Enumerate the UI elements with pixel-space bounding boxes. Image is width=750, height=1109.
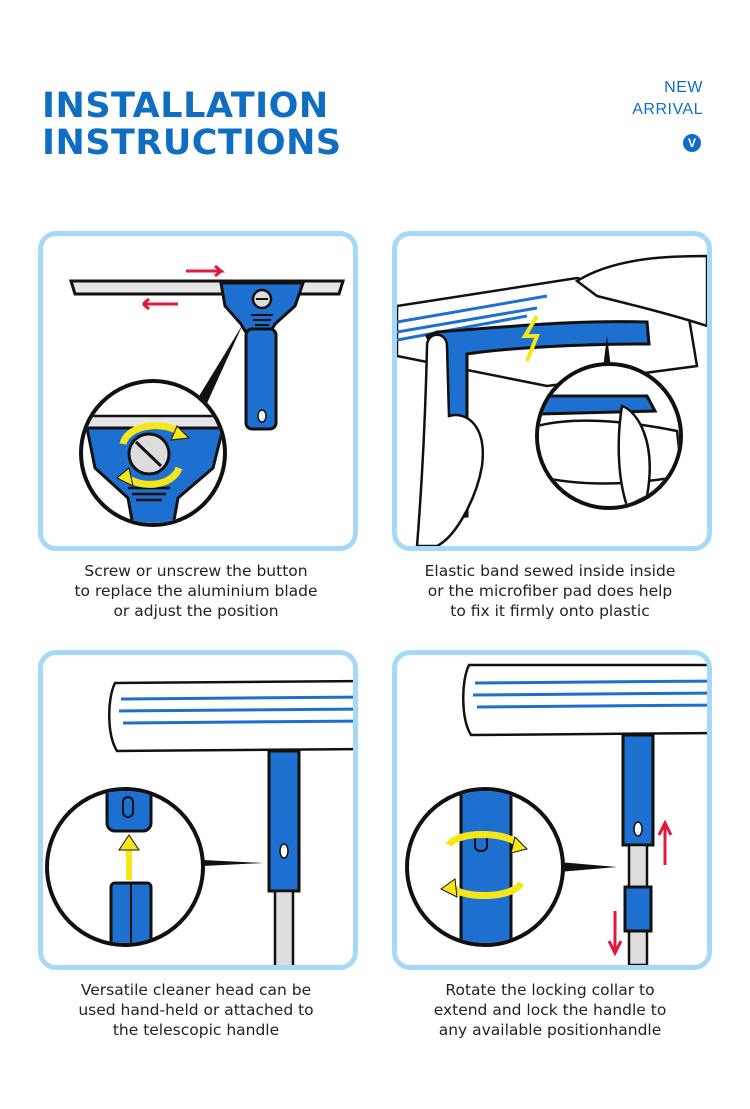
squeegee-screw-illustration [68, 264, 346, 527]
step-3-caption-line-1: Versatile cleaner head can be [80, 981, 312, 999]
step-1-caption-line-3: or adjust the position [113, 602, 279, 620]
badge-line-1: NEW [664, 79, 703, 96]
badge-line-2: ARRIVAL [632, 101, 703, 118]
brand-logo-icon: V [683, 134, 701, 152]
step-3-caption-line-2: used hand-held or attached to [78, 1001, 314, 1019]
step-2-caption-line-1: Elastic band sewed inside inside [424, 562, 676, 580]
microfiber-pad-illustration [397, 254, 707, 546]
step-2-illustration [392, 231, 712, 551]
step-3-caption-line-3: the telescopic handle [112, 1021, 280, 1039]
step-4-caption: Rotate the locking collar to extend and … [385, 980, 715, 1040]
locking-collar-illustration [405, 663, 707, 965]
step-2-caption-line-3: to fix it firmly onto plastic [450, 602, 650, 620]
step-4-caption-line-1: Rotate the locking collar to [445, 981, 655, 999]
cleaner-head-attach-illustration [45, 679, 353, 965]
step-4-caption-line-3: any available positionhandle [438, 1021, 662, 1039]
step-4-caption-line-2: extend and lock the handle to [433, 1001, 667, 1019]
title-line-1: INSTALLATION [42, 86, 329, 126]
step-1-caption-line-2: to replace the aluminium blade [74, 582, 318, 600]
step-2-caption-line-2: or the microfiber pad does help [427, 582, 673, 600]
step-3-caption: Versatile cleaner head can be used hand-… [31, 980, 361, 1040]
page-title: INSTALLATION INSTRUCTIONS [42, 88, 342, 162]
step-4-illustration [392, 650, 712, 970]
step-1-illustration [38, 231, 358, 551]
step-1-caption-line-1: Screw or unscrew the button [84, 562, 308, 580]
title-line-2: INSTRUCTIONS [42, 123, 342, 163]
step-2-caption: Elastic band sewed inside inside or the … [385, 561, 715, 621]
new-arrival-badge: NEW ARRIVAL [632, 77, 703, 121]
step-1-caption: Screw or unscrew the button to replace t… [31, 561, 361, 621]
step-3-illustration [38, 650, 358, 970]
